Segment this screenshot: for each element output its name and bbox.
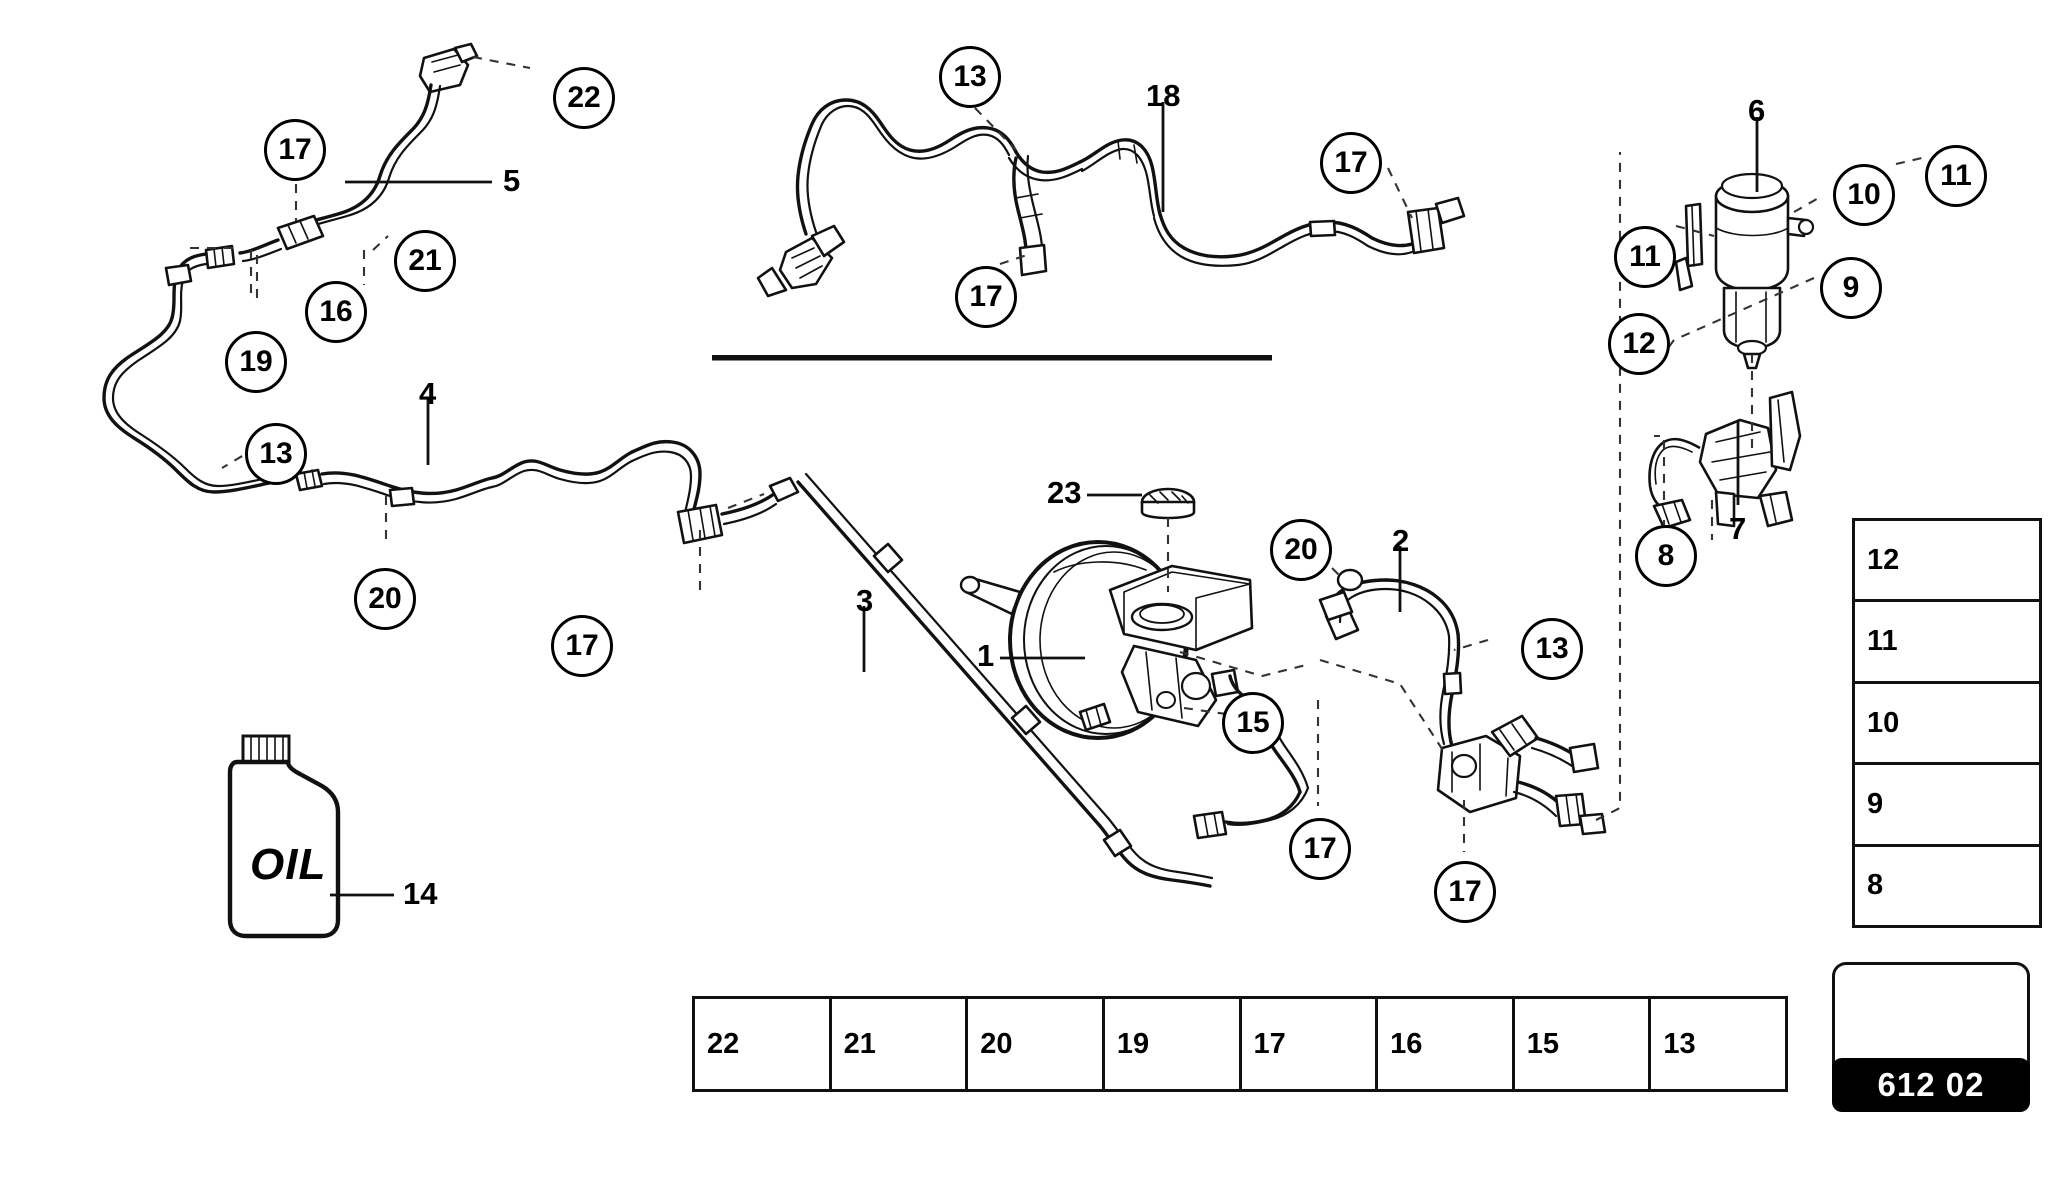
- right-parts-legend: 12 11 10 9 8: [1852, 518, 2042, 928]
- pump-bracket-7: [1648, 390, 1802, 530]
- ribbed-grommet-ring-icon: [1909, 684, 2039, 762]
- rubber-seal-ring-icon: [1909, 765, 2039, 843]
- balloon-21[interactable]: 21: [394, 230, 456, 292]
- oil-bottle-label: OIL: [250, 840, 327, 889]
- worm-drive-hose-clamp-icon: [749, 999, 829, 1089]
- legend-right-item-9[interactable]: 9: [1855, 762, 2039, 844]
- badge-chevron-frame: [1832, 962, 2030, 1072]
- balloon-16[interactable]: 16: [305, 281, 367, 343]
- diagram-number-badge: 612 02: [1832, 962, 2030, 1112]
- legend-bottom-num-13: 13: [1663, 1027, 1696, 1060]
- balloon-20-a[interactable]: 20: [354, 568, 416, 630]
- label-14: 14: [403, 876, 438, 911]
- spring-hose-clamp-icon: [1296, 999, 1376, 1089]
- balloon-17-c[interactable]: 17: [955, 266, 1017, 328]
- legend-right-item-10[interactable]: 10: [1855, 680, 2039, 763]
- hose-clamp-ring-icon: [1909, 521, 2039, 599]
- legend-right-item-12[interactable]: 12: [1855, 521, 2039, 600]
- balloon-11-a[interactable]: 11: [1614, 226, 1676, 288]
- section-divider: [712, 355, 1272, 361]
- label-2: 2: [1392, 523, 1410, 558]
- multi-line-holder-clip-icon: [1705, 999, 1785, 1089]
- vacuum-pump-6: [1674, 172, 1815, 370]
- legend-bottom-item-21[interactable]: 21: [828, 999, 966, 1089]
- legend-right-num-12: 12: [1867, 543, 1900, 576]
- legend-bottom-item-22[interactable]: 22: [695, 999, 829, 1089]
- legend-bottom-item-20[interactable]: 20: [965, 999, 1102, 1089]
- legend-right-item-8[interactable]: 8: [1855, 843, 2039, 926]
- legend-right-item-11[interactable]: 11: [1855, 599, 2039, 681]
- balloon-13-c[interactable]: 13: [1521, 618, 1583, 680]
- diagram-number: 612 02: [1832, 1058, 2030, 1112]
- flange-head-bolt-icon: [886, 999, 966, 1089]
- legend-right-num-11: 11: [1867, 625, 1898, 658]
- balloon-9[interactable]: 9: [1820, 257, 1882, 319]
- balloon-13-b[interactable]: 13: [939, 46, 1001, 108]
- leader-lines-hose18: [974, 107, 1413, 265]
- legend-right-num-9: 9: [1867, 787, 1884, 820]
- balloon-19[interactable]: 19: [225, 331, 287, 393]
- legend-right-num-8: 8: [1867, 869, 1884, 902]
- legend-right-num-10: 10: [1867, 706, 1900, 739]
- legend-bottom-num-22: 22: [707, 1027, 740, 1060]
- hose-assembly-5: [164, 42, 479, 323]
- label-7: 7: [1729, 511, 1747, 546]
- bottom-parts-legend: 22 21 20 19 17 16 15 13: [692, 996, 1788, 1092]
- label-23: 23: [1047, 475, 1082, 510]
- legend-bottom-item-13[interactable]: 13: [1648, 999, 1785, 1089]
- legend-bottom-item-19[interactable]: 19: [1101, 999, 1239, 1089]
- balloon-17-d[interactable]: 17: [1320, 132, 1382, 194]
- grommet-clamp-icon: [1159, 999, 1239, 1089]
- long-rod-pin-icon: [1569, 999, 1649, 1089]
- vacuum-hose-2: [1192, 568, 1607, 840]
- double-pipe-clip-icon: [1432, 999, 1512, 1089]
- balloon-13-a[interactable]: 13: [245, 423, 307, 485]
- legend-bottom-num-16: 16: [1390, 1027, 1423, 1060]
- label-4: 4: [419, 376, 437, 411]
- balloon-17-e[interactable]: 17: [1289, 818, 1351, 880]
- balloon-17-a[interactable]: 17: [264, 119, 326, 181]
- legend-bottom-item-15[interactable]: 15: [1511, 999, 1649, 1089]
- balloon-17-f[interactable]: 17: [1434, 861, 1496, 923]
- legend-bottom-num-20: 20: [980, 1027, 1013, 1060]
- legend-bottom-num-17: 17: [1253, 1027, 1286, 1060]
- push-pin-rivet-icon: [1909, 847, 2039, 925]
- legend-bottom-num-15: 15: [1526, 1027, 1560, 1060]
- label-3: 3: [856, 583, 874, 618]
- label-1: 1: [977, 638, 995, 673]
- balloon-8[interactable]: 8: [1635, 525, 1697, 587]
- brake-line-3: [796, 472, 1214, 888]
- balloon-10[interactable]: 10: [1833, 164, 1895, 226]
- legend-bottom-item-16[interactable]: 16: [1375, 999, 1512, 1089]
- balloon-17-b[interactable]: 17: [551, 615, 613, 677]
- label-18: 18: [1146, 78, 1181, 113]
- balloon-20-b[interactable]: 20: [1270, 519, 1332, 581]
- oil-bottle-14: [227, 734, 341, 939]
- label-6: 6: [1748, 93, 1766, 128]
- leader-lines-booster: [1166, 518, 1311, 718]
- balloon-11-b[interactable]: 11: [1925, 145, 1987, 207]
- legend-bottom-num-19: 19: [1116, 1027, 1150, 1060]
- leader-lines-topleft: [190, 55, 531, 302]
- brake-booster-assembly-1: [959, 487, 1254, 740]
- label-5: 5: [503, 163, 521, 198]
- balloon-12-a[interactable]: 12: [1608, 313, 1670, 375]
- bracket-clip-icon: [1909, 602, 2039, 680]
- vacuum-hose-18: [756, 98, 1466, 298]
- brake-line-4: [102, 316, 800, 545]
- balloon-15[interactable]: 15: [1222, 692, 1284, 754]
- legend-bottom-item-17[interactable]: 17: [1238, 999, 1376, 1089]
- line-retainer-clip-icon: [1022, 999, 1102, 1089]
- legend-bottom-num-21: 21: [843, 1027, 876, 1060]
- balloon-22[interactable]: 22: [553, 67, 615, 129]
